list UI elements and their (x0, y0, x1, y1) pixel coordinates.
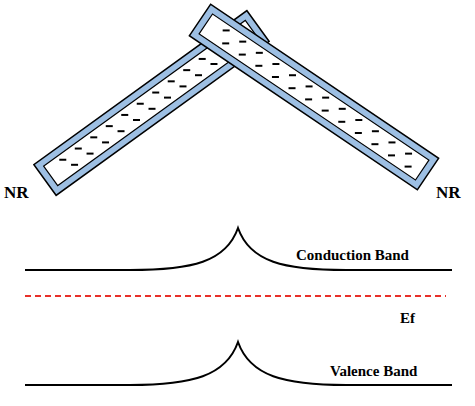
electron-charge (405, 166, 412, 168)
electron-charge (179, 85, 186, 87)
electron-charge (255, 65, 262, 67)
valence-band-line (25, 342, 452, 385)
band-label: Conduction Band (296, 248, 409, 263)
fermi-level-label: Ef (400, 311, 415, 326)
nanorod (189, 4, 438, 189)
electron-charge (71, 164, 78, 166)
electron-charge (289, 74, 296, 76)
rod-label: NR (436, 184, 461, 201)
electron-charge (239, 54, 246, 56)
conduction-band-line (25, 228, 452, 270)
electron-charge (338, 121, 345, 123)
electron-charge (355, 132, 362, 134)
electron-charge (87, 153, 94, 155)
electron-charge (222, 42, 229, 44)
fermi-level-line (25, 295, 446, 297)
electron-charge (199, 58, 206, 60)
nanorods (34, 4, 439, 195)
electron-charge (168, 80, 175, 82)
electron-charge (272, 76, 279, 78)
electron-charge (75, 148, 82, 150)
electron-charge (322, 97, 329, 99)
electron-charge (210, 63, 217, 65)
electron-charge (102, 141, 109, 143)
electron-charge (137, 103, 144, 105)
electron-charge (388, 154, 395, 156)
electron-charge (322, 110, 329, 112)
electron-charge (289, 87, 296, 89)
electron-charge (152, 92, 159, 94)
electron-charge (149, 108, 156, 110)
electron-charge (355, 119, 362, 121)
electron-charge (223, 29, 230, 31)
electron-charge (133, 119, 140, 121)
electron-charge (239, 41, 246, 43)
electron-charge (90, 136, 97, 138)
electron-charge (272, 63, 279, 65)
electron-charge (195, 74, 202, 76)
electron-charge (371, 143, 378, 145)
electron-charge (339, 108, 346, 110)
band-label: Valence Band (330, 364, 417, 379)
electron-charge (306, 85, 313, 87)
electron-charge (372, 130, 379, 132)
electron-charge (183, 69, 190, 71)
electron-charge (164, 97, 171, 99)
rod-core (199, 14, 429, 180)
electron-charge (405, 153, 412, 155)
electron-charge (305, 98, 312, 100)
rod-shell (189, 4, 438, 189)
electron-charge (106, 125, 113, 127)
rod-label: NR (4, 184, 29, 201)
electron-charge (118, 130, 125, 132)
electron-charge (388, 141, 395, 143)
electron-charge (256, 52, 263, 54)
electron-charge (121, 114, 128, 116)
electron-charge (59, 159, 66, 161)
